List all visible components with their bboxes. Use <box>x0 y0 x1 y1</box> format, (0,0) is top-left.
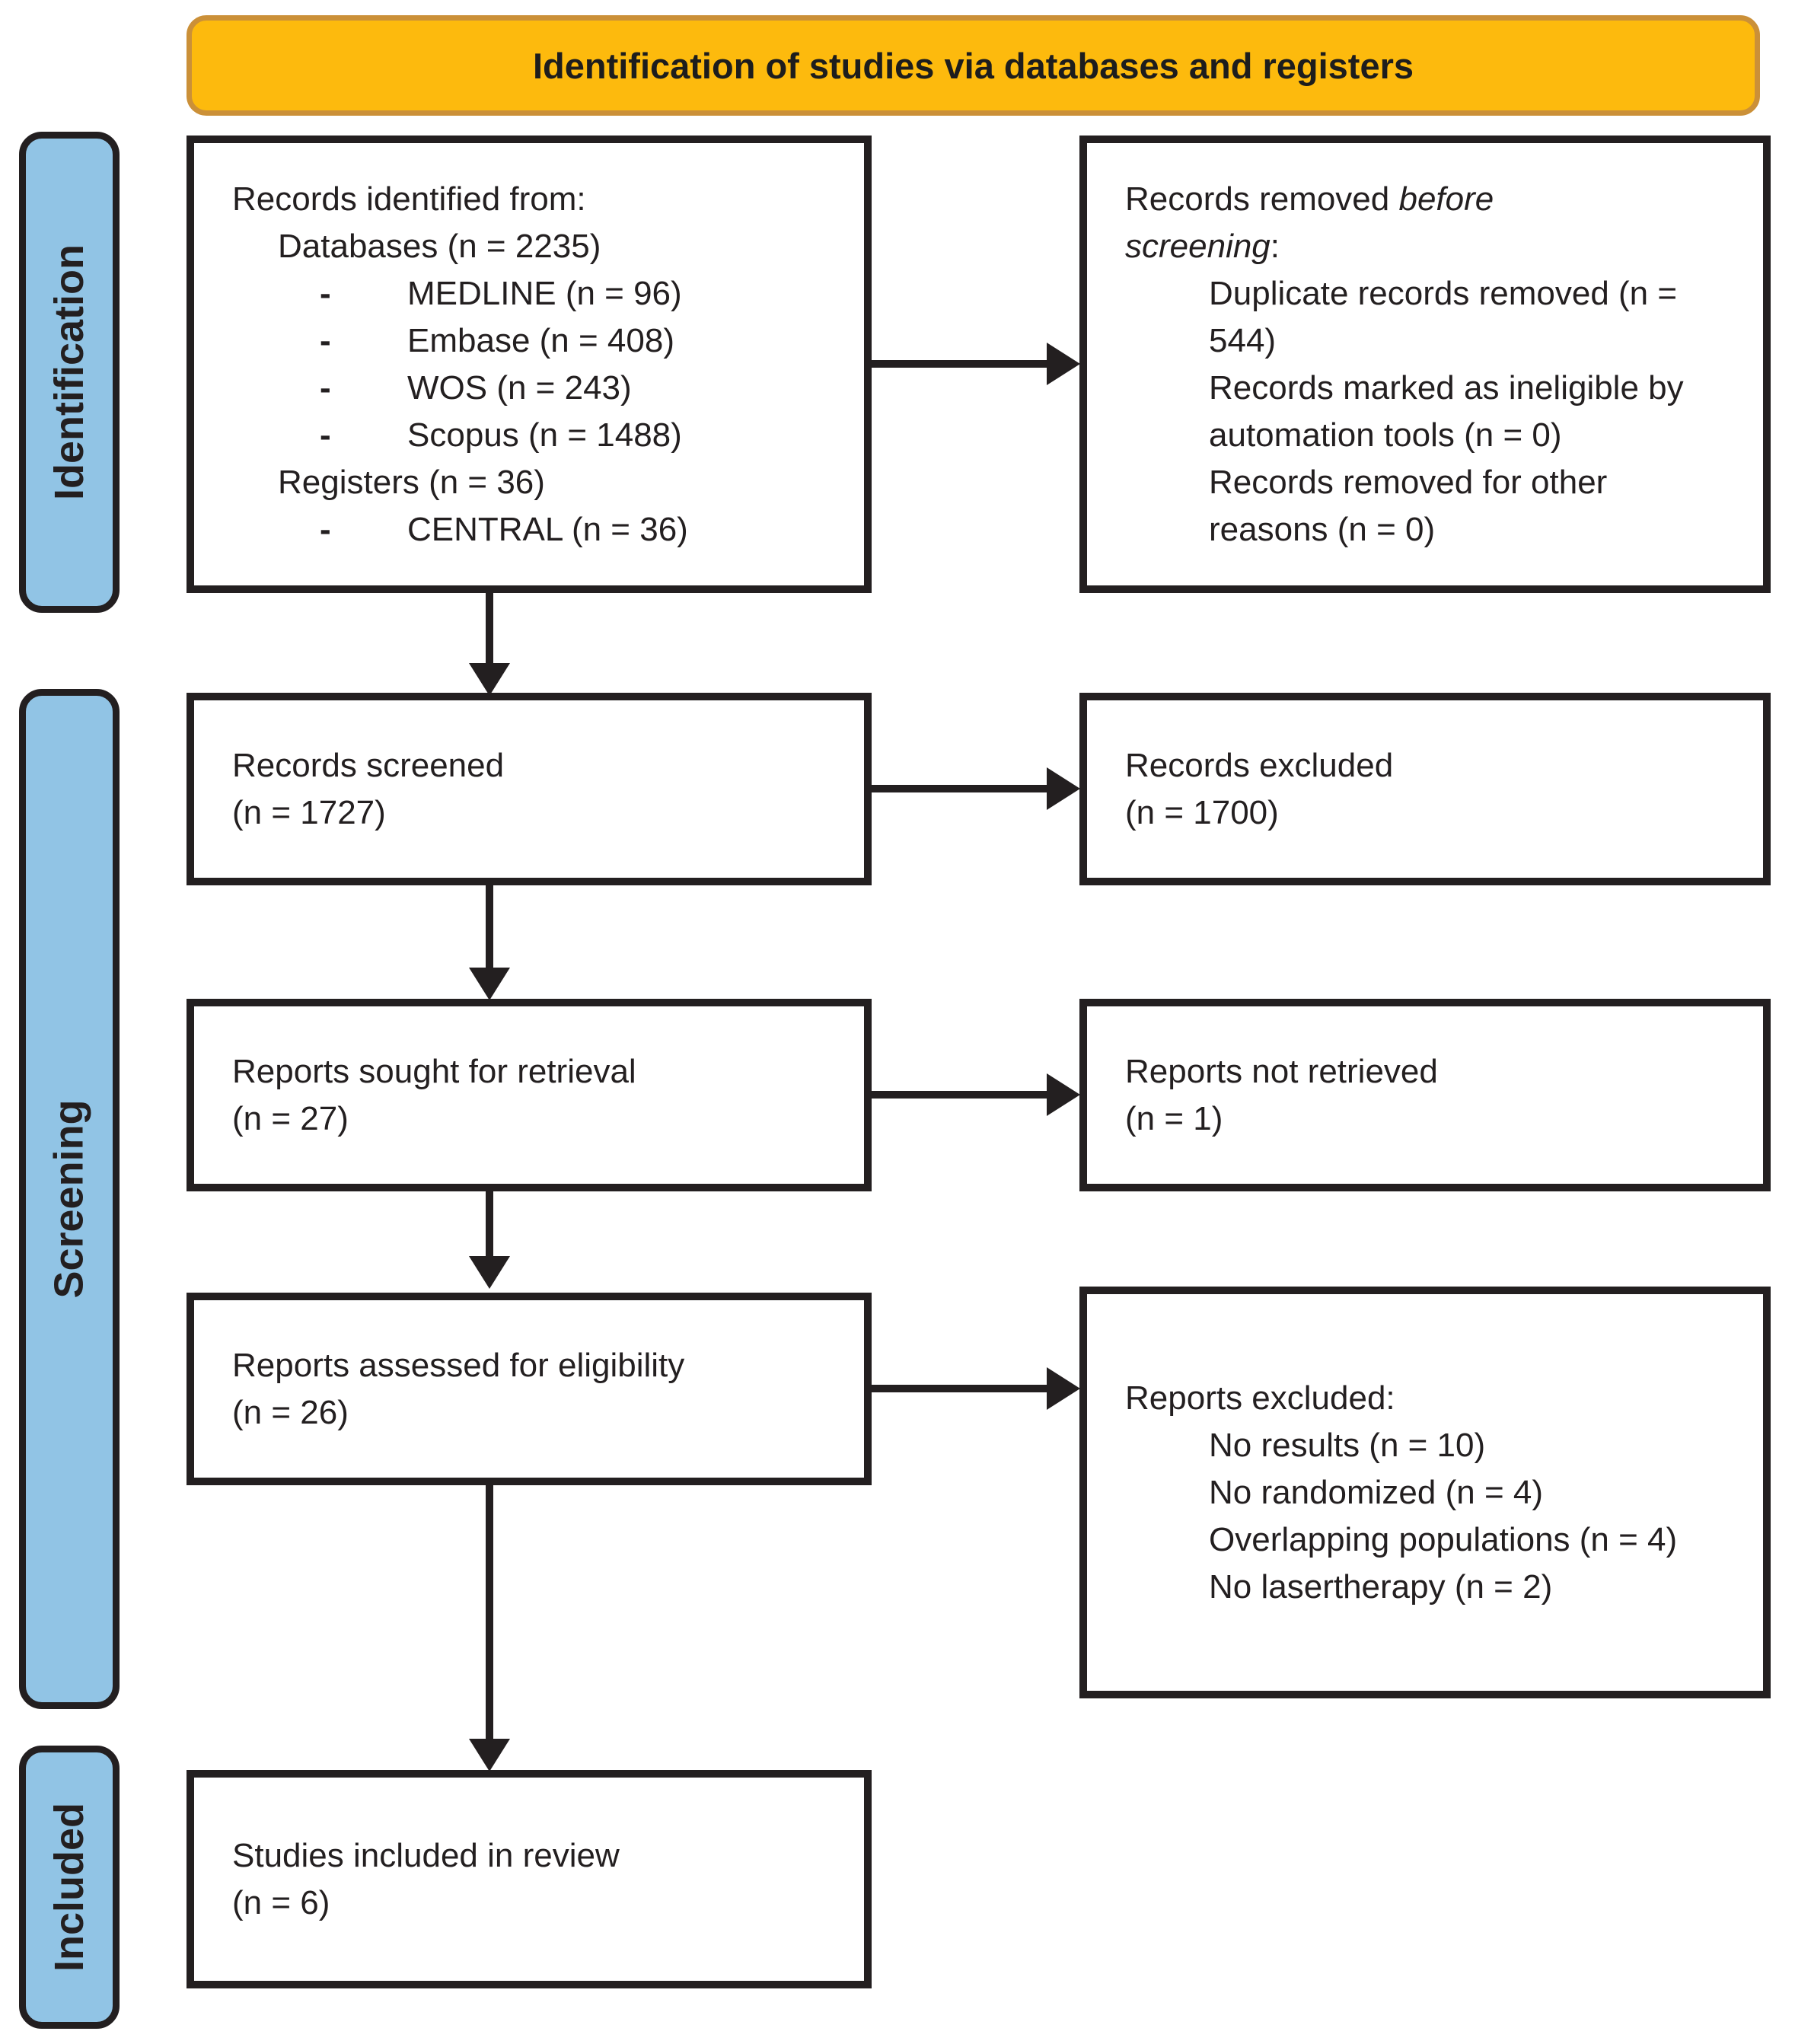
bullet-dash: - <box>320 368 331 407</box>
db-item-scopus: - Scopus (n = 1488) <box>232 412 834 459</box>
reports-not-retrieved-line1: Reports not retrieved <box>1125 1052 1438 1090</box>
records-excluded-line2: (n = 1700) <box>1125 793 1279 831</box>
records-removed-title-prefix: Records removed <box>1125 180 1399 218</box>
reports-not-retrieved-line2: (n = 1) <box>1125 1099 1223 1137</box>
arrow-assessed-to-included-line <box>486 1485 493 1741</box>
removed-item-automation: Records marked as ineligible by automati… <box>1209 368 1684 454</box>
bullet-dash: - <box>320 510 331 548</box>
arrow-screened-to-excluded-head <box>1047 767 1080 810</box>
records-removed-title-suffix: : <box>1270 227 1280 265</box>
group-registers: Registers (n = 36) <box>278 463 545 501</box>
stage-label-identification-text: Identification <box>46 244 92 500</box>
box-reports-excluded: Reports excluded: No results (n = 10) No… <box>1079 1287 1771 1698</box>
removed-item-duplicates: Duplicate records removed (n = 544) <box>1209 274 1678 359</box>
arrow-sought-to-assessed-line <box>486 1191 493 1258</box>
stage-label-screening: Screening <box>19 689 120 1709</box>
records-identified-title: Records identified from: <box>232 180 586 218</box>
diagram-title: Identification of studies via databases … <box>532 45 1414 86</box>
records-excluded-line1: Records excluded <box>1125 746 1394 784</box>
reports-sought-line1: Reports sought for retrieval <box>232 1052 636 1090</box>
arrow-sought-to-notretrieved-head <box>1047 1073 1080 1116</box>
db-item-medline: - MEDLINE (n = 96) <box>232 270 834 317</box>
reports-sought-line2: (n = 27) <box>232 1099 349 1137</box>
box-reports-not-retrieved: Reports not retrieved (n = 1) <box>1079 999 1771 1191</box>
reports-assessed-line2: (n = 26) <box>232 1393 349 1431</box>
excluded-item-overlapping: Overlapping populations (n = 4) <box>1209 1520 1678 1558</box>
arrow-identified-to-screened-line <box>486 592 493 665</box>
arrow-assessed-to-excluded-head <box>1047 1367 1080 1410</box>
removed-item-other: Records removed for other reasons (n = 0… <box>1209 463 1608 548</box>
box-studies-included: Studies included in review (n = 6) <box>187 1770 872 1988</box>
db-item-embase-text: Embase (n = 408) <box>407 321 674 359</box>
arrow-assessed-to-included-head <box>469 1739 510 1771</box>
db-item-wos: - WOS (n = 243) <box>232 365 834 412</box>
arrow-screened-to-excluded-line <box>872 785 1048 792</box>
reports-assessed-line1: Reports assessed for eligibility <box>232 1346 685 1384</box>
box-reports-assessed: Reports assessed for eligibility (n = 26… <box>187 1293 872 1485</box>
stage-label-identification: Identification <box>19 132 120 613</box>
db-item-embase: - Embase (n = 408) <box>232 317 834 365</box>
arrow-identified-to-screened-head <box>469 663 510 696</box>
bullet-dash: - <box>320 321 331 359</box>
box-records-excluded: Records excluded (n = 1700) <box>1079 693 1771 885</box>
studies-included-line1: Studies included in review <box>232 1836 620 1874</box>
stage-label-included-text: Included <box>46 1802 93 1972</box>
arrow-sought-to-notretrieved-line <box>872 1091 1048 1099</box>
stage-label-included: Included <box>19 1746 120 2029</box>
box-records-removed: Records removed before screening: Duplic… <box>1079 136 1771 593</box>
box-records-identified: Records identified from: Databases (n = … <box>187 136 872 593</box>
diagram-title-banner: Identification of studies via databases … <box>187 15 1760 116</box>
box-reports-sought: Reports sought for retrieval (n = 27) <box>187 999 872 1191</box>
group-databases: Databases (n = 2235) <box>278 227 601 265</box>
excluded-item-no-randomized: No randomized (n = 4) <box>1209 1473 1543 1511</box>
arrow-screened-to-sought-line <box>486 885 493 969</box>
bullet-dash: - <box>320 416 331 454</box>
arrow-sought-to-assessed-head <box>469 1256 510 1289</box>
register-item-central-text: CENTRAL (n = 36) <box>407 510 688 548</box>
bullet-dash: - <box>320 274 331 312</box>
excluded-item-no-results: No results (n = 10) <box>1209 1426 1486 1464</box>
arrow-identified-to-removed-line <box>872 360 1048 368</box>
register-item-central: - CENTRAL (n = 36) <box>232 506 834 553</box>
db-item-medline-text: MEDLINE (n = 96) <box>407 274 682 312</box>
records-screened-line2: (n = 1727) <box>232 793 386 831</box>
studies-included-line2: (n = 6) <box>232 1883 330 1921</box>
arrow-screened-to-sought-head <box>469 968 510 1000</box>
records-removed-title-italic: before screening <box>1125 180 1494 265</box>
arrow-assessed-to-excluded-line <box>872 1385 1048 1392</box>
excluded-item-no-lasertherapy: No lasertherapy (n = 2) <box>1209 1567 1553 1606</box>
reports-excluded-title: Reports excluded: <box>1125 1379 1395 1417</box>
arrow-identified-to-removed-head <box>1047 343 1080 385</box>
records-screened-line1: Records screened <box>232 746 505 784</box>
records-removed-title: Records removed before screening: <box>1125 176 1628 270</box>
stage-label-screening-text: Screening <box>46 1099 92 1299</box>
box-records-screened: Records screened (n = 1727) <box>187 693 872 885</box>
db-item-scopus-text: Scopus (n = 1488) <box>407 416 682 454</box>
db-item-wos-text: WOS (n = 243) <box>407 368 632 407</box>
